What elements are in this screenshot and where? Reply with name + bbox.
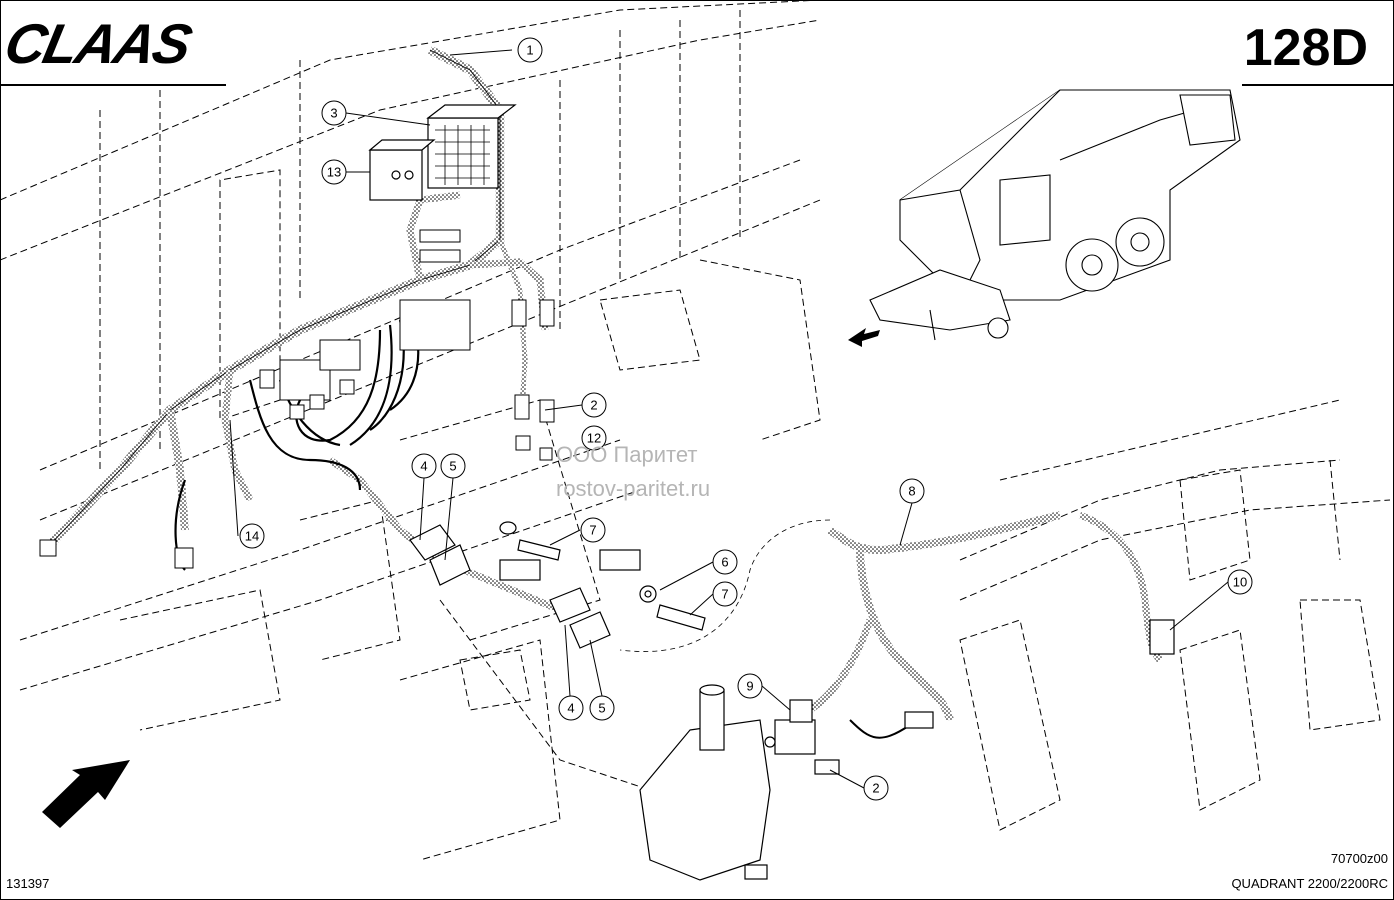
callout-4b [558, 695, 584, 721]
svg-text:5: 5 [598, 701, 605, 716]
callout-3 [321, 100, 347, 126]
wiring-harness-left [46, 45, 562, 614]
bolts-washers [499, 521, 706, 631]
svg-text:14: 14 [245, 529, 259, 544]
svg-text:6: 6 [721, 555, 728, 570]
svg-text:3: 3 [330, 106, 337, 121]
svg-text:7: 7 [589, 523, 596, 538]
svg-text:10: 10 [1233, 575, 1247, 590]
callout-1 [517, 37, 543, 63]
svg-text:8: 8 [908, 484, 915, 499]
clamp-set [409, 524, 611, 649]
svg-text:1: 1 [526, 43, 533, 58]
speed-sensor [514, 394, 555, 461]
callout-5a [440, 453, 466, 479]
callout-2b [863, 775, 889, 801]
connector-block [39, 229, 555, 569]
svg-text:7: 7 [721, 587, 728, 602]
callout-7b [712, 581, 738, 607]
svg-text:2: 2 [872, 781, 879, 796]
actuator [764, 619, 1175, 775]
svg-text:4: 4 [567, 701, 574, 716]
frame-structure-dashed [0, 0, 1391, 861]
watermark-company: ООО Паритет [556, 442, 698, 467]
svg-text:9: 9 [746, 679, 753, 694]
junction-box [368, 139, 436, 201]
black-cables [174, 314, 420, 571]
watermark-url: rostov-paritet.ru [556, 476, 711, 501]
svg-text:4: 4 [420, 459, 427, 474]
page-code-underline [1242, 84, 1394, 86]
logo-underline [0, 84, 226, 86]
svg-text:5: 5 [449, 459, 456, 474]
model-label: QUADRANT 2200/2200RC [1231, 876, 1388, 891]
baler-direction-arrow-icon [848, 328, 880, 347]
callout-5b [589, 695, 615, 721]
svg-text:12: 12 [587, 431, 601, 446]
callout-12 [581, 425, 607, 451]
callout-13 [321, 159, 347, 185]
callout-6 [712, 549, 738, 575]
callout-2a [581, 392, 607, 418]
callout-labels: 1 3 13 2 12 4 5 14 7 6 7 4 5 8 9 10 2 [245, 43, 1247, 796]
svg-text:2: 2 [590, 398, 597, 413]
page-code: 128D [1243, 19, 1368, 77]
direction-arrow-icon [42, 760, 130, 828]
relay-box [426, 104, 517, 189]
callouts [229, 37, 1253, 801]
callout-10 [1227, 569, 1253, 595]
callout-9 [737, 673, 763, 699]
watermark: ООО Паритет rostov-paritet.ru [556, 438, 710, 506]
callout-7a [580, 517, 606, 543]
callout-8 [899, 478, 925, 504]
baler-overview-illustration [869, 89, 1241, 341]
sheet-number: 131397 [6, 876, 50, 891]
callout-4a [411, 453, 437, 479]
svg-text:13: 13 [327, 165, 341, 180]
callout-14 [239, 523, 265, 549]
drawing-reference: 70700z00 [1330, 851, 1388, 866]
gearbox [639, 684, 771, 881]
